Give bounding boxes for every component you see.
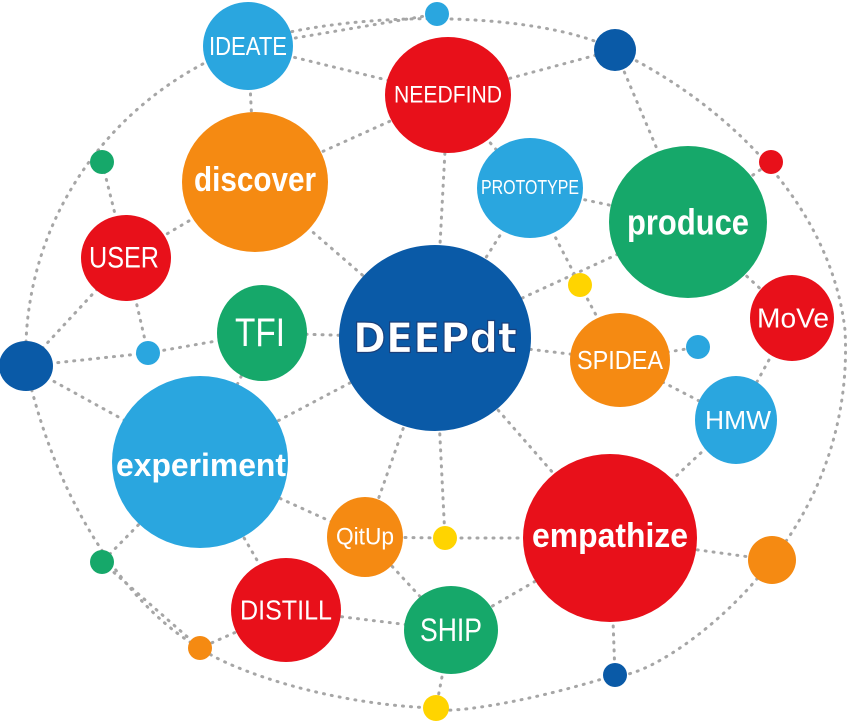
dot-light-blue-left <box>136 341 160 365</box>
node-needfind: NEEDFIND <box>385 37 511 153</box>
node-spidea-label: SPIDEA <box>577 345 664 375</box>
edge-spidea-hmw <box>618 358 738 422</box>
edge-needfind-dot <box>446 48 617 97</box>
labeled-nodes: IDEATE NEEDFIND discover PROTOTYPE produ… <box>81 2 834 674</box>
node-qitup: QitUp <box>327 497 403 577</box>
node-move-label: MoVe <box>757 303 829 334</box>
edge-dot-produce <box>613 48 690 224</box>
dot-green-bottom-left <box>90 550 114 574</box>
node-experiment: experiment <box>112 376 288 548</box>
node-user: USER <box>81 215 171 301</box>
outer-ring <box>24 17 848 712</box>
dot-dark-blue-left <box>0 341 53 391</box>
node-discover-label: discover <box>194 161 316 199</box>
node-prototype: PROTOTYPE <box>477 138 583 238</box>
node-distill: DISTILL <box>231 558 341 662</box>
node-distill-label: DISTILL <box>240 595 332 626</box>
node-ideate: IDEATE <box>203 2 293 90</box>
node-prototype-label: PROTOTYPE <box>481 177 579 199</box>
edge-leftdot-experiment <box>24 364 202 464</box>
dot-green-left <box>90 150 114 174</box>
dot-yellow-bottom <box>423 695 449 721</box>
node-needfind-label: NEEDFIND <box>394 82 502 109</box>
node-experiment-label: experiment <box>116 447 286 483</box>
node-spidea: SPIDEA <box>570 313 670 407</box>
dot-yellow-center-bottom <box>433 526 457 550</box>
dot-light-blue-top <box>425 2 449 26</box>
node-ship: SHIP <box>404 586 498 674</box>
node-produce: produce <box>609 146 767 298</box>
dot-yellow-mid-right <box>568 273 592 297</box>
node-ship-label: SHIP <box>420 612 482 648</box>
node-produce-label: produce <box>627 202 749 243</box>
node-hmw-label: HMW <box>705 405 771 435</box>
dot-light-blue-right <box>686 335 710 359</box>
node-hmw: HMW <box>695 376 777 464</box>
edge-qitup-yellow <box>363 535 447 540</box>
dot-orange-right <box>748 536 796 584</box>
dot-dark-blue-top-right <box>594 29 636 71</box>
node-user-label: USER <box>89 242 159 275</box>
node-qitup-label: QitUp <box>336 524 394 551</box>
node-empathize-label: empathize <box>532 517 688 555</box>
center-node-label: DEEPdt <box>353 314 517 363</box>
node-empathize: empathize <box>523 454 697 622</box>
node-ideate-label: IDEATE <box>209 31 287 61</box>
node-tfi: TFI <box>217 285 307 381</box>
node-tfi-label: TFI <box>235 311 285 355</box>
dot-red-right <box>759 150 783 174</box>
small-dots <box>0 2 796 721</box>
edge-greendot-orangedot <box>100 560 202 650</box>
center-node-deepdt: DEEPdt <box>339 245 531 431</box>
node-discover: discover <box>182 112 328 252</box>
dot-dark-blue-bottom <box>603 663 627 687</box>
dot-orange-bottom-left <box>188 636 212 660</box>
node-move: MoVe <box>750 275 834 361</box>
